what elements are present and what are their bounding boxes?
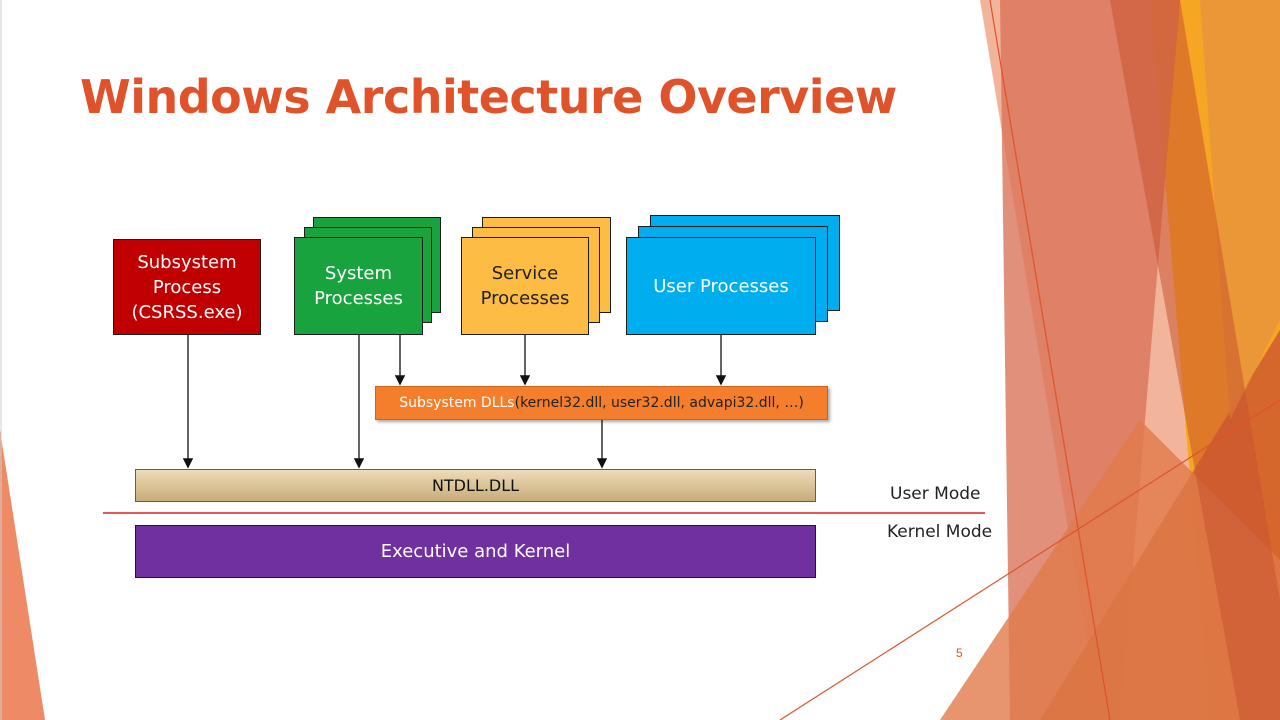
subsystem-process-box: Subsystem Process (CSRSS.exe) [113,239,261,335]
executive-kernel-bar: Executive and Kernel [135,525,816,578]
ntdll-label: NTDLL.DLL [431,476,520,495]
user-processes-label: User Processes [653,275,789,297]
subsystem-dlls-name: Subsystem DLLs [399,395,515,411]
system-processes-box: System Processes [294,237,423,335]
system-processes-label: System Processes [314,263,403,309]
slide-title: Windows Architecture Overview [80,70,897,124]
subsystem-dlls-bar: Subsystem DLLs (kernel32.dll, user32.dll… [375,386,828,420]
service-processes-label: Service Processes [480,263,570,309]
service-processes-box: Service Processes [461,237,589,335]
user-mode-label: User Mode [890,484,981,504]
kernel-mode-label: Kernel Mode [887,522,993,542]
subsystem-process-label: Subsystem Process (CSRSS.exe) [131,251,243,323]
user-processes-box: User Processes [626,237,816,335]
subsystem-dlls-detail: (kernel32.dll, user32.dll, advapi32.dll,… [514,395,804,411]
ntdll-bar: NTDLL.DLL [135,469,816,502]
page-number: 5 [956,646,963,660]
executive-kernel-label: Executive and Kernel [380,541,571,562]
